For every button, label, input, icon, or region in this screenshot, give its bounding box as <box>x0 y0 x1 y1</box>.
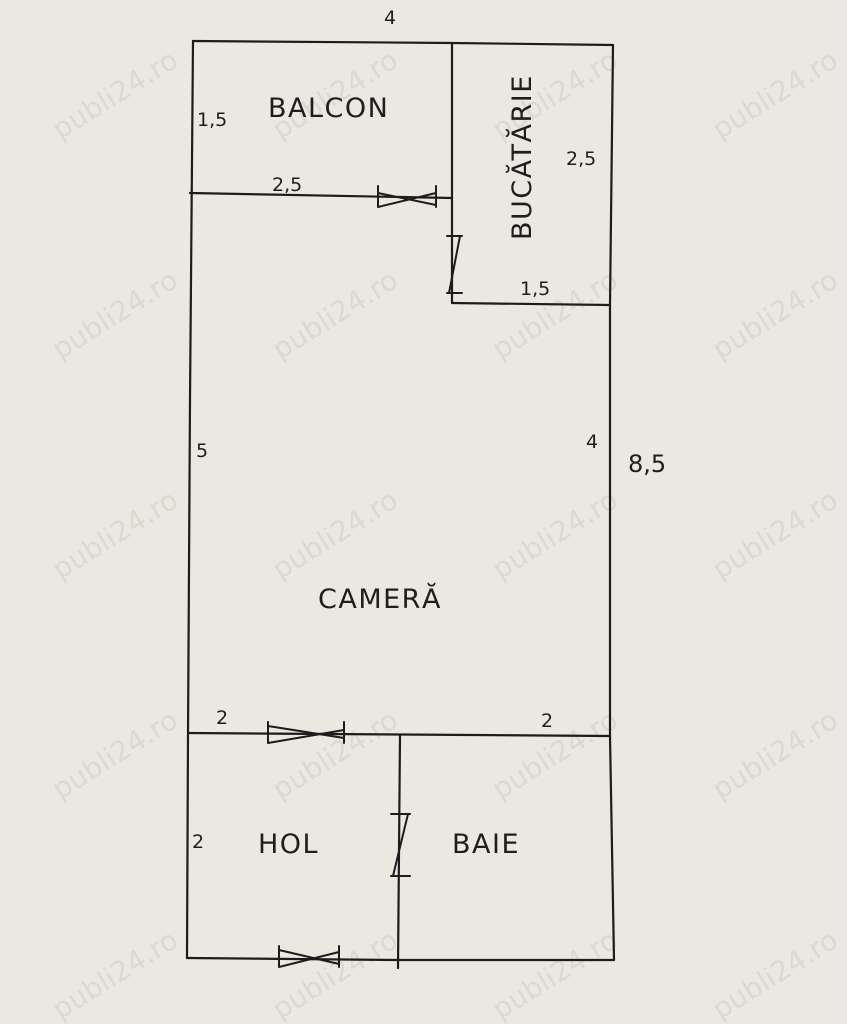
doors <box>267 185 463 968</box>
door-entrance <box>278 945 340 968</box>
walls <box>185 39 616 970</box>
room-label-baie: BAIE <box>452 829 520 860</box>
dimension-balcon-height: 1,5 <box>197 109 227 131</box>
dimension-hol-width: 2 <box>216 707 228 729</box>
dimension-baie-width: 2 <box>541 710 553 732</box>
camera-wall-bottom <box>186 731 612 738</box>
bucatarie-wall-bottom <box>450 301 612 307</box>
dimension-bucatarie-width: 1,5 <box>520 278 550 300</box>
dimension-total-height: 8,5 <box>628 450 666 478</box>
door-bucatarie <box>446 235 463 294</box>
room-label-camera: CAMERĂ <box>318 582 442 615</box>
outer-wall-right <box>608 43 616 962</box>
door-camera <box>267 721 345 744</box>
room-label-balcon: BALCON <box>268 93 389 124</box>
door-baie <box>390 813 411 877</box>
door-balcon <box>377 185 437 208</box>
room-label-bucatarie: BUCĂTĂRIE <box>505 74 538 240</box>
outer-wall-left <box>185 39 195 960</box>
dimension-camera-right: 4 <box>586 431 598 453</box>
room-label-hol: HOL <box>258 829 319 860</box>
balcon-wall-bottom <box>188 191 454 200</box>
dimension-camera-height: 5 <box>196 440 208 462</box>
dimension-balcon-width: 2,5 <box>272 174 302 196</box>
dimension-bucatarie-height: 2,5 <box>566 148 596 170</box>
dimension-top-width: 4 <box>384 7 396 29</box>
dimension-hol-height: 2 <box>192 831 204 853</box>
